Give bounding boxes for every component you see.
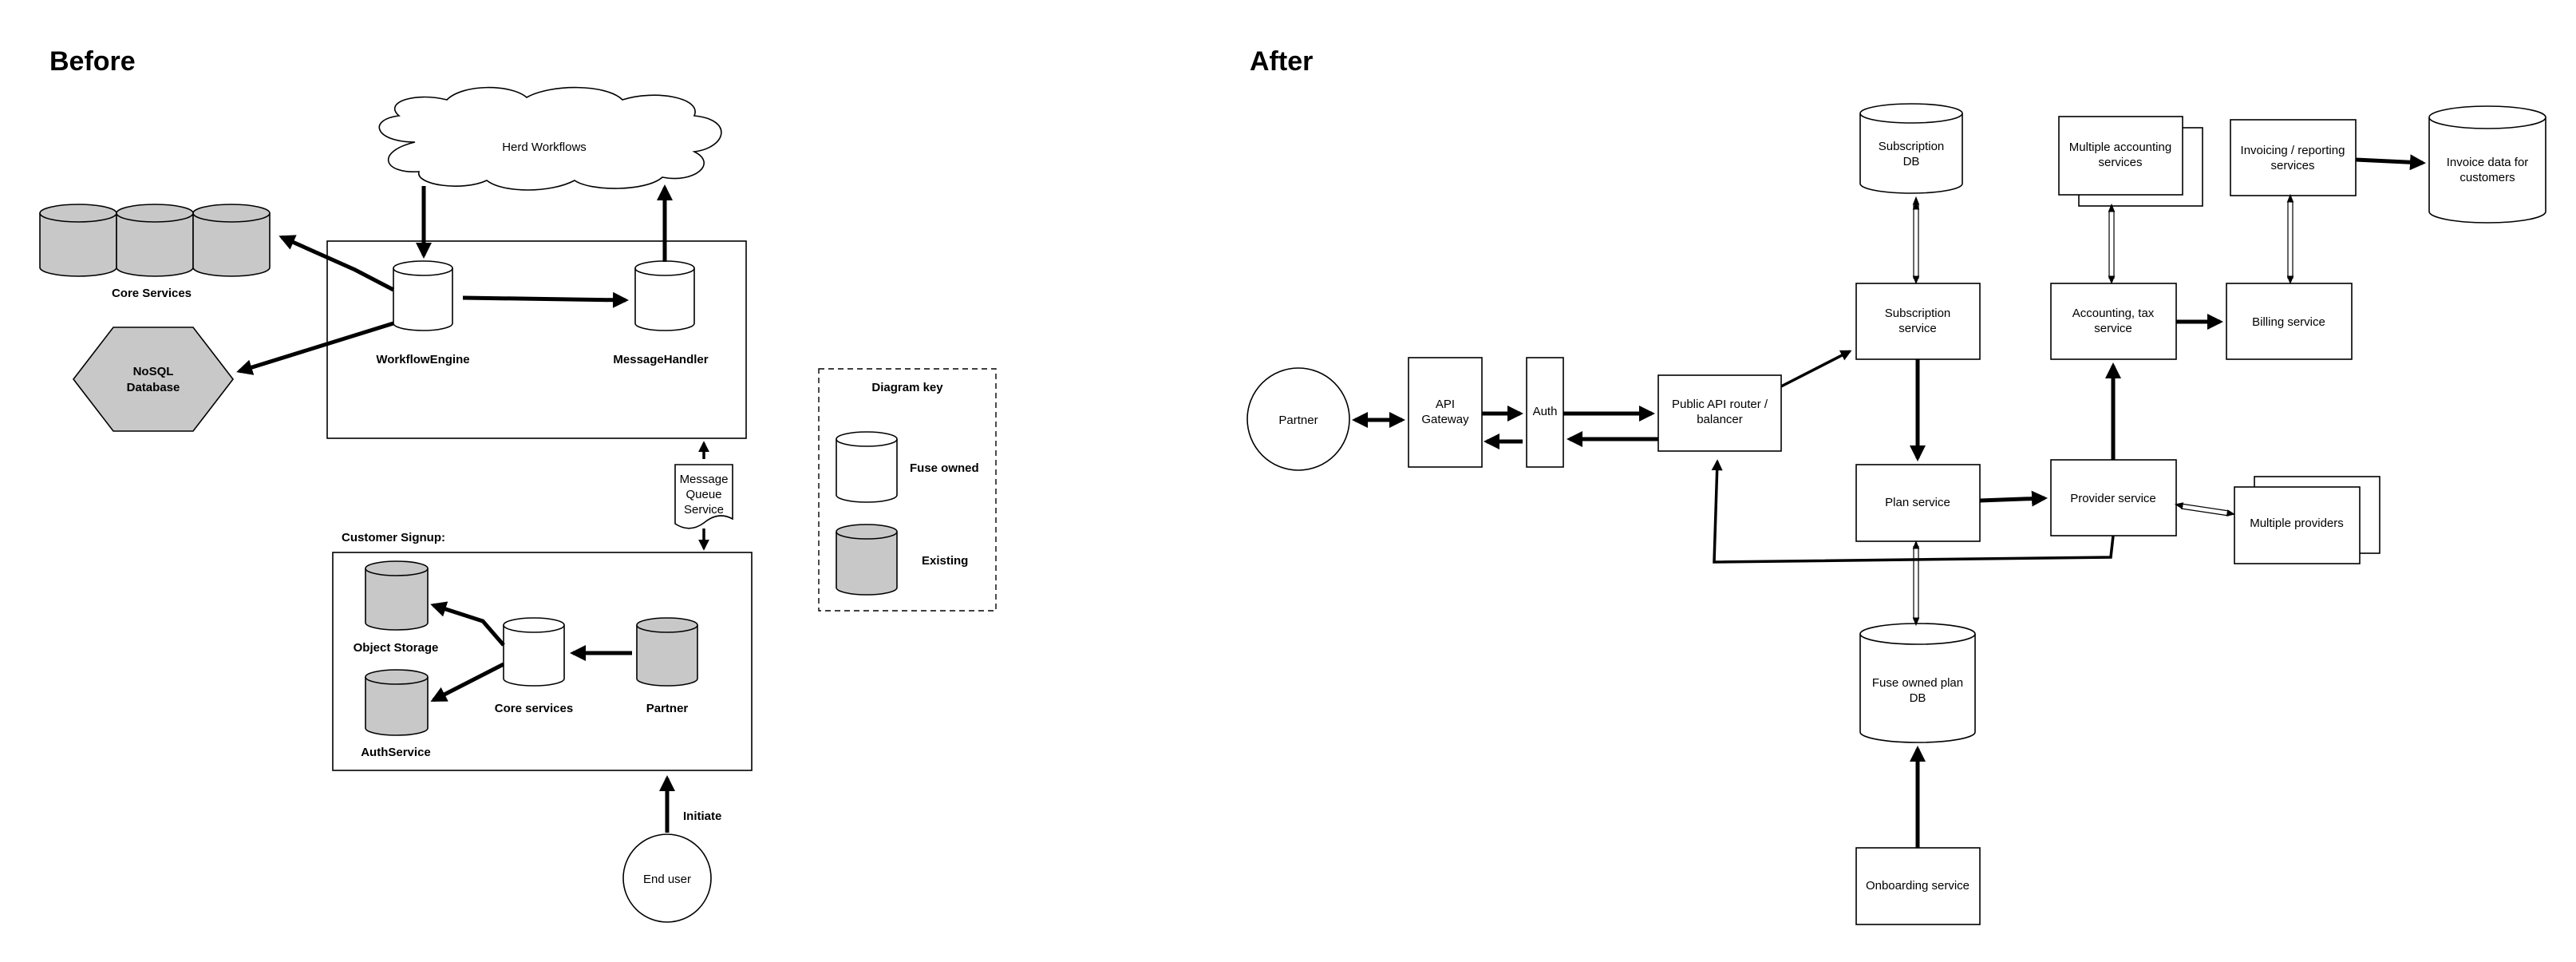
svg-text:service: service [2094,322,2132,335]
svg-text:services: services [2098,156,2142,169]
svg-text:AuthService: AuthService [361,746,431,759]
svg-text:balancer: balancer [1697,413,1743,426]
svg-text:Partner: Partner [646,702,689,715]
subscription-service: Subscription service [1855,283,1981,360]
svg-text:service: service [1898,322,1937,335]
api-gateway: API Gateway [1408,357,1483,468]
before-edges [236,184,709,833]
nosql-database: NoSQL Database [72,327,235,432]
multiple-providers: Multiple providers [2234,476,2380,564]
invoicing-reporting-services: Invoicing / reporting services [2230,119,2357,196]
svg-text:Partner: Partner [1278,414,1318,427]
svg-text:Accounting, tax: Accounting, tax [2072,307,2155,320]
svg-text:Herd Workflows: Herd Workflows [502,141,587,154]
provider-service: Provider service [2050,459,2177,536]
subscription-db: Subscription DB [1859,103,1963,194]
svg-text:Auth: Auth [1533,405,1558,418]
auth: Auth [1526,357,1564,468]
svg-text:End user: End user [643,873,691,886]
svg-text:Core services: Core services [495,702,573,715]
herd-workflows-cloud: Herd Workflows [378,86,722,191]
svg-text:Object Storage: Object Storage [354,641,439,655]
svg-text:DB: DB [1910,691,1926,705]
accounting-tax-service: Accounting, tax service [2050,283,2177,360]
multiple-accounting-services: Multiple accounting services [2058,116,2203,207]
message-handler: MessageHandler [613,260,709,366]
svg-text:Provider service: Provider service [2070,492,2156,505]
svg-text:WorkflowEngine: WorkflowEngine [376,353,469,366]
billing-service: Billing service [2226,283,2353,360]
svg-text:Plan service: Plan service [1885,496,1950,509]
thin-links [1912,193,2294,627]
before-heading: Before [49,46,136,77]
svg-text:Queue: Queue [685,488,721,501]
svg-text:services: services [2270,159,2314,172]
plan-service: Plan service [1855,464,1981,542]
svg-text:Database: Database [127,381,180,394]
core-services-label: Core Services [112,287,192,300]
workflow-engine: WorkflowEngine [376,260,470,366]
key-fuse-owned: Fuse owned [910,461,979,475]
partner-after: Partner [1247,367,1350,471]
object-storage: Object Storage [354,560,439,655]
message-queue-service: Message Queue Service [674,464,733,529]
svg-text:NoSQL: NoSQL [133,365,174,378]
svg-text:Billing service: Billing service [2252,315,2325,329]
diagram-key: Diagram key Fuse owned Existing [818,368,997,612]
public-api-router: Public API router / balancer [1657,374,1782,452]
customer-signup-label: Customer Signup: [342,531,445,544]
svg-text:Invoicing / reporting: Invoicing / reporting [2241,144,2345,157]
onboarding-service: Onboarding service [1855,847,1981,925]
invoice-data-for-customers: Invoice data for customers [2428,105,2546,224]
svg-text:Service: Service [684,503,724,517]
svg-text:API: API [1436,398,1455,411]
fuse-owned-plan-db: Fuse owned plan DB [1859,623,1976,743]
auth-service: AuthService [361,669,431,759]
svg-text:Diagram key: Diagram key [871,381,943,394]
svg-text:Onboarding service: Onboarding service [1866,879,1970,893]
svg-text:Subscription: Subscription [1885,307,1951,320]
end-user: End user [622,833,712,923]
svg-text:Message: Message [680,473,729,486]
svg-text:Subscription: Subscription [1879,140,1945,153]
svg-text:Multiple providers: Multiple providers [2250,517,2344,530]
core-services-inner: Core services [495,617,573,715]
key-existing: Existing [922,554,968,568]
svg-text:Fuse owned plan: Fuse owned plan [1872,676,1963,690]
partner-before: Partner [636,617,698,715]
after-edges [1352,154,2426,848]
svg-text:MessageHandler: MessageHandler [613,353,708,366]
svg-text:Multiple accounting: Multiple accounting [2069,141,2171,154]
core-services-cylinders: Core Services [39,204,271,300]
svg-text:Gateway: Gateway [1421,413,1469,426]
svg-text:Public API router /: Public API router / [1672,398,1768,411]
initiate-label: Initiate [683,810,721,823]
svg-text:Invoice data for: Invoice data for [2447,156,2529,169]
after-heading: After [1250,46,1313,77]
svg-text:DB: DB [1903,155,1920,168]
svg-text:customers: customers [2459,171,2515,184]
